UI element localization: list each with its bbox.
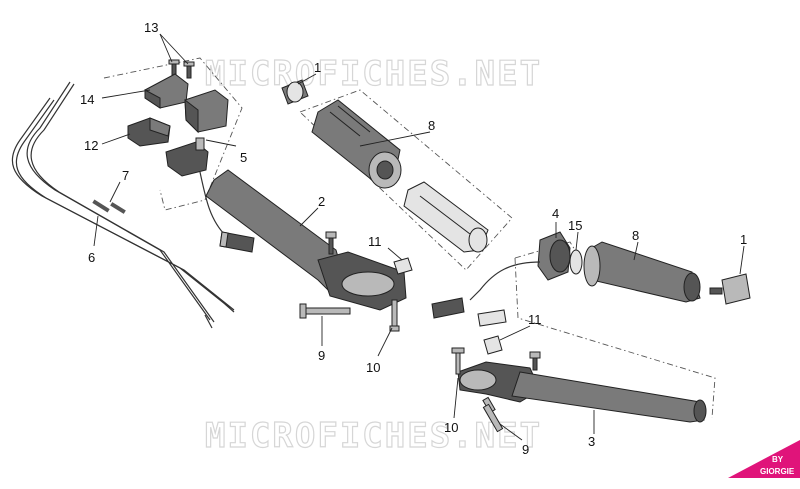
- handlebar-3: [457, 361, 707, 423]
- ring-15: [569, 249, 583, 275]
- callout-13: 13: [144, 20, 158, 35]
- callout-9-center: 9: [318, 348, 325, 363]
- handlebar-2: [205, 169, 407, 311]
- callout-8-right: 8: [632, 228, 639, 243]
- badge-triangle: [728, 440, 800, 478]
- badge-line2: GIORGIE: [760, 467, 795, 476]
- badge-line1: BY: [772, 455, 784, 464]
- callout-2: 2: [318, 194, 325, 209]
- grip-8-top: [311, 99, 402, 189]
- throttle-cable-7: [11, 97, 235, 313]
- callout-5: 5: [240, 150, 247, 165]
- callout-14: 14: [80, 92, 94, 107]
- watermark-bottom: MICROFICHES.NET: [205, 416, 542, 456]
- switch-housing-4: [537, 231, 571, 281]
- callout-4: 4: [552, 206, 559, 221]
- callout-10-bottom: 10: [444, 420, 458, 435]
- switch-lower-5: [165, 137, 209, 177]
- callout-7: 7: [122, 168, 129, 183]
- switch-block-14b: [184, 89, 229, 134]
- switch-housing-upper-14: [144, 73, 189, 109]
- callout-labels: 13 14 12 5 1 8 7 6 2 11 9 10 4 15 8 1 11…: [80, 20, 747, 457]
- bolt-9-bottom: [482, 396, 504, 433]
- right-grip-group-outline: [299, 89, 513, 271]
- callout-9-bottom: 9: [522, 442, 529, 457]
- callout-8-top: 8: [428, 118, 435, 133]
- nut-11-bottom: [483, 335, 503, 355]
- callout-11-right: 11: [528, 312, 542, 327]
- left-grip-group-outline: [514, 241, 716, 419]
- callout-1-top: 1: [314, 60, 321, 75]
- callout-1-right: 1: [740, 232, 747, 247]
- giorgie-badge: BY GIORGIE: [728, 440, 800, 478]
- callout-3: 3: [588, 434, 595, 449]
- bar-end-weight-1-right: [709, 273, 751, 305]
- switch-group-outline: [103, 57, 243, 211]
- switch-wiring-connector: [199, 171, 255, 253]
- callout-11-center: 11: [368, 234, 382, 249]
- bolt-10-center: [389, 299, 400, 332]
- switch-clamp-12: [127, 117, 171, 147]
- grip-8-right: [583, 241, 701, 303]
- switch-4-wiring: [431, 261, 541, 327]
- nut-11-center: [393, 257, 413, 275]
- throttle-cable-6: [26, 81, 215, 329]
- callout-6: 6: [88, 250, 95, 265]
- bolt-9-center: [299, 303, 351, 319]
- bolt-top-center: [325, 231, 337, 255]
- bar-end-weight-1-top: [281, 79, 309, 105]
- bolt-10-bottom: [451, 347, 465, 375]
- throttle-sleeve: [403, 181, 489, 253]
- callout-10-center: 10: [366, 360, 380, 375]
- callout-15: 15: [568, 218, 582, 233]
- bolt-top-bottom-bar: [529, 351, 541, 371]
- callout-12: 12: [84, 138, 98, 153]
- watermark-top: MICROFICHES.NET: [205, 54, 542, 94]
- leader-lines: [93, 33, 745, 441]
